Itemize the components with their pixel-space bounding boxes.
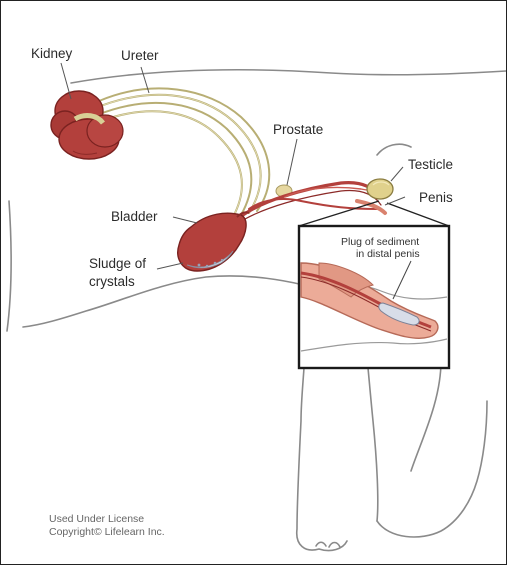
label-penis: Penis <box>419 190 453 206</box>
label-plug-line1: Plug of sediment <box>341 236 419 248</box>
label-plug-line2: in distal penis <box>356 248 420 260</box>
label-testicle: Testicle <box>408 157 453 173</box>
label-bladder: Bladder <box>111 209 158 225</box>
label-sludge-line2: crystals <box>89 274 135 290</box>
credit-line1: Used Under License <box>49 513 144 525</box>
label-ureter: Ureter <box>121 48 159 64</box>
label-prostate: Prostate <box>273 122 323 138</box>
label-kidney: Kidney <box>31 46 72 62</box>
label-sludge-line1: Sludge of <box>89 256 146 272</box>
credit-line2: Copyright© Lifelearn Inc. <box>49 526 165 538</box>
ureters <box>93 88 269 217</box>
